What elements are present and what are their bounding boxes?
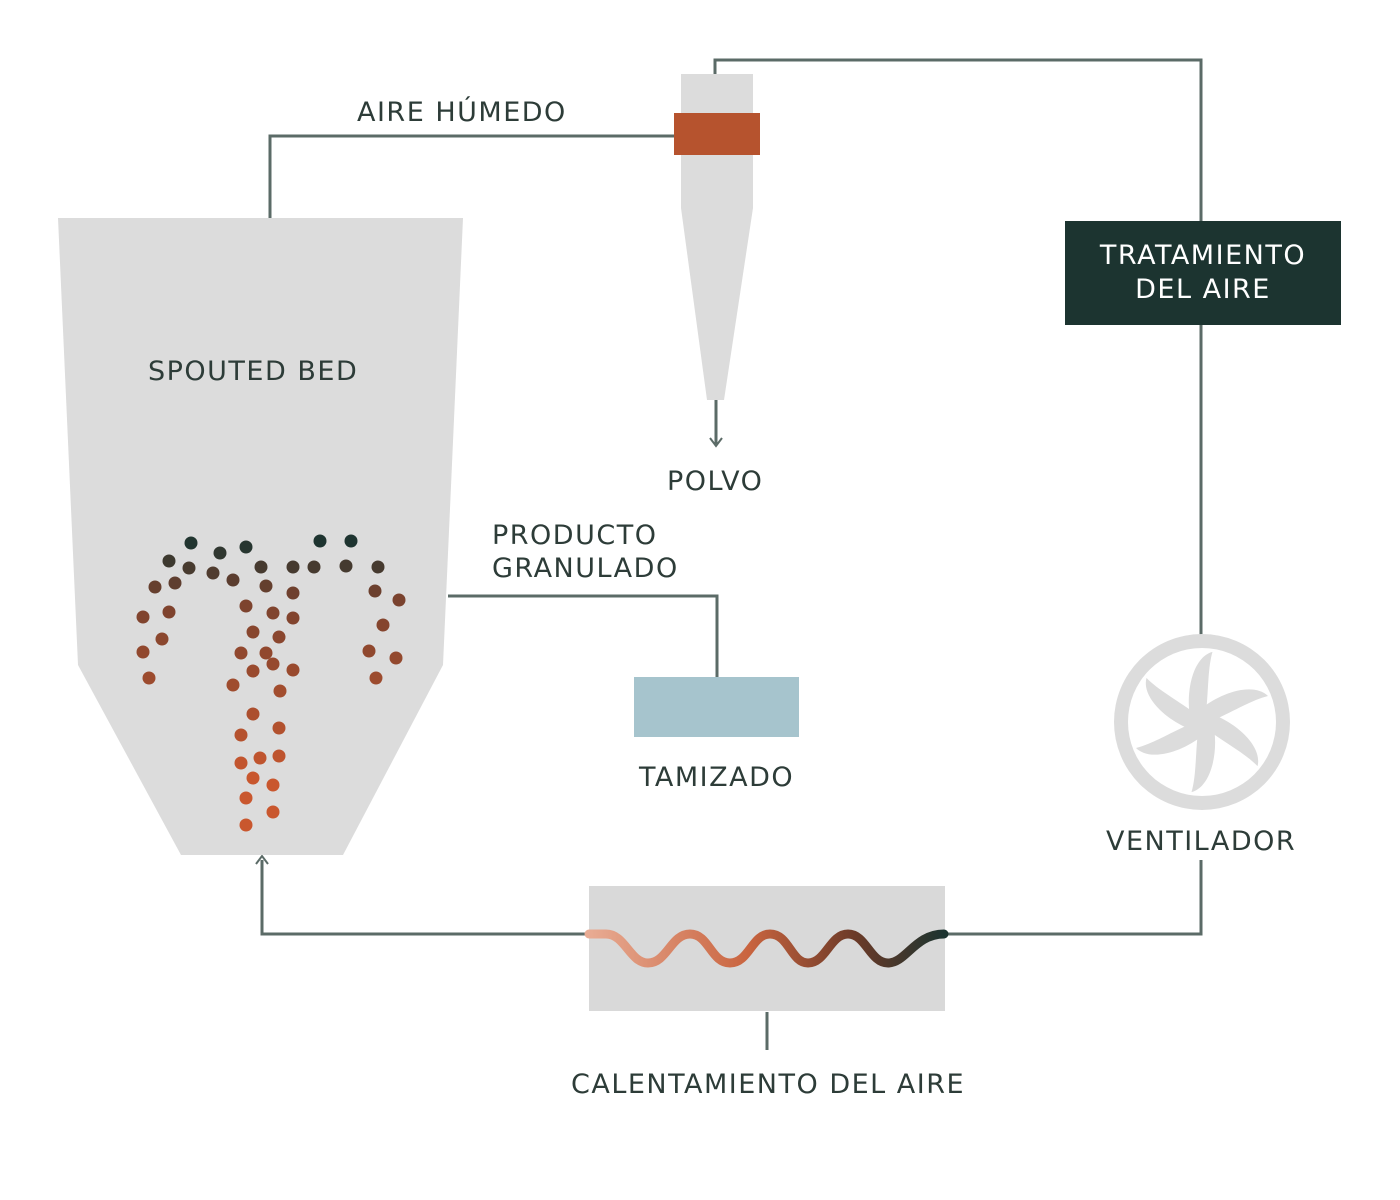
particle [369,671,383,685]
air-treatment-box: TRATAMIENTO DEL AIRE [1065,221,1341,325]
particle [206,566,220,580]
tamizado-box [634,677,799,737]
particle [239,818,253,832]
particle [259,579,273,593]
particle [239,540,253,554]
fan-to-heater-line [944,860,1203,936]
sieving-label: TAMIZADO [639,762,795,793]
fan-label: VENTILADOR [1106,826,1297,857]
dust-label: POLVO [667,466,764,497]
spouted-bed-vessel [58,218,463,855]
particle [246,707,260,721]
particle [234,756,248,770]
cyclone-band [674,113,760,155]
air-treatment-label-line2: DEL AIRE [1135,274,1271,305]
particle [272,749,286,763]
particle [362,644,376,658]
particle [266,657,280,671]
particle [371,560,385,574]
particle [246,771,260,785]
particle [253,751,267,765]
particle [266,606,280,620]
particle [272,630,286,644]
particle [168,576,182,590]
return-air-line [713,58,1203,221]
air-treatment-label-line1: TRATAMIENTO [1099,240,1307,271]
particle [246,664,260,678]
heating-label: CALENTAMIENTO DEL AIRE [571,1069,966,1100]
particle [162,605,176,619]
heater-box [589,886,945,1011]
particle [313,534,327,548]
particle [307,560,321,574]
wet-air-line [268,134,676,218]
cyclone [674,74,760,400]
particle [368,584,382,598]
particle [259,646,273,660]
fan-icon [1114,634,1290,810]
particle [182,561,196,575]
particle [272,721,286,735]
particle [286,560,300,574]
particles [136,534,406,832]
particle [142,671,156,685]
fan-blade [1191,729,1216,793]
fan-blade [1136,724,1202,755]
particle [234,646,248,660]
particle [266,805,280,819]
particle [239,791,253,805]
particle [254,560,268,574]
particle [136,645,150,659]
particle [239,599,253,613]
particle [246,625,260,639]
product-label-line2: GRANULADO [492,553,679,584]
particle [226,678,240,692]
particle [286,586,300,600]
particle [155,632,169,646]
connection-lines [260,58,1203,1050]
particle [136,610,150,624]
particle [148,580,162,594]
fan-blade [1202,689,1268,720]
product-label-line1: PRODUCTO [492,520,658,551]
particle [344,534,358,548]
particle [286,611,300,625]
cyclone-cone [681,208,753,400]
particle [226,573,240,587]
particle [234,728,248,742]
particle [286,663,300,677]
spouted-bed-label: SPOUTED BED [148,356,359,387]
particle [273,684,287,698]
dust-arrow-icon [709,437,723,448]
wet-air-label: AIRE HÚMEDO [357,97,567,128]
fan-blade [1145,677,1195,729]
fan-blade [1209,715,1259,767]
particle [213,546,227,560]
particle [266,778,280,792]
heating-coil-icon [584,929,949,968]
particle [162,554,176,568]
inlet-arrow-icon [255,854,269,865]
particle [389,651,403,665]
fan-blade [1188,651,1213,715]
particle [392,593,406,607]
particle [339,559,353,573]
particle [184,536,198,550]
product-line [448,594,719,677]
particle [376,618,390,632]
heater-to-bed-line [260,860,589,936]
